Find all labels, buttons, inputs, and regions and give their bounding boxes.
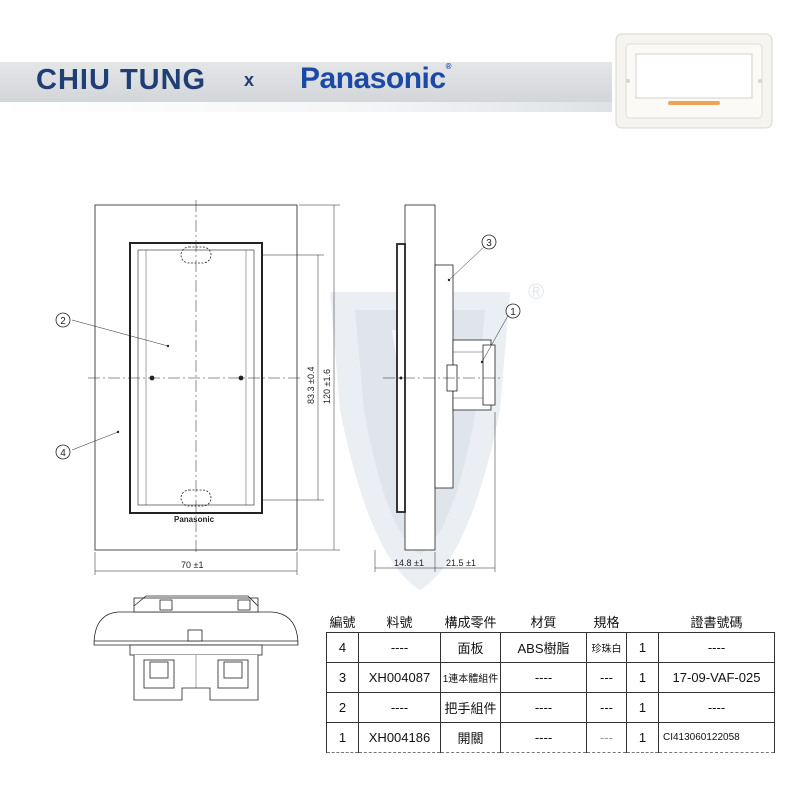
product-photo xyxy=(615,33,773,129)
table-row: 2 ---- 把手組件 ---- --- 1 ---- xyxy=(326,692,775,723)
brand-separator: x xyxy=(244,70,255,90)
table-cell: ABS樹脂 xyxy=(500,632,587,663)
dim-side-b: 21.5 ±1 xyxy=(446,558,476,568)
callout-3: 3 xyxy=(481,234,497,250)
table-header-row: 編號 料號 構成零件 材質 規格 證書號碼 xyxy=(327,610,775,633)
table-cell: 2 xyxy=(326,692,359,723)
table-cell: 面板 xyxy=(440,632,501,663)
table-cell: ---- xyxy=(358,632,441,663)
table-cell: ---- xyxy=(658,632,775,663)
header-cell: 材質 xyxy=(530,614,557,630)
table-cell: 4 xyxy=(326,632,359,663)
table-cell: ---- xyxy=(500,692,587,723)
panasonic-logo-text: Panasonic xyxy=(300,62,446,95)
dim-outer-height: 120 ±1.6 xyxy=(322,369,332,404)
callout-4-label: 4 xyxy=(60,448,66,459)
table-cell: 3 xyxy=(326,662,359,693)
panasonic-logo: Panasonic® xyxy=(300,62,452,96)
dim-side-a: 14.8 ±1 xyxy=(394,558,424,568)
table-cell: 珍珠白 xyxy=(586,632,627,663)
bottom-view xyxy=(93,595,299,701)
spec-table: 編號 料號 構成零件 材質 規格 證書號碼 4 ---- 面板 ABS樹脂 珍珠… xyxy=(326,610,775,753)
table-cell: XH004087 xyxy=(358,662,441,693)
table-cell: ---- xyxy=(658,692,775,723)
callout-1: 1 xyxy=(505,303,521,319)
callout-1-label: 1 xyxy=(510,307,516,318)
chiu-tung-logo: CHIU TUNG xyxy=(36,64,207,96)
watermark-registered-mark: ® xyxy=(528,279,544,304)
dim-inner-height: 83.3 ±0.4 xyxy=(306,367,316,404)
table-cell: 1 xyxy=(626,692,659,723)
header-cell: 編號 xyxy=(329,614,356,630)
header-cell: 構成零件 xyxy=(444,614,497,630)
table-cell: --- xyxy=(586,662,627,693)
header-cell: 證書號碼 xyxy=(690,614,743,630)
callout-2-label: 2 xyxy=(60,316,66,327)
table-cell: --- xyxy=(586,692,627,723)
header-cell: 料號 xyxy=(386,614,413,630)
table-cell: ---- xyxy=(500,662,587,693)
table-row: 4 ---- 面板 ABS樹脂 珍珠白 1 ---- xyxy=(326,632,775,663)
table-cell: 1連本體組件 xyxy=(440,662,501,693)
header-cell: 規格 xyxy=(593,614,620,630)
table-cell: 17-09-VAF-025 xyxy=(658,662,775,693)
callout-2: 2 xyxy=(55,312,71,328)
table-cell: 1 xyxy=(326,722,359,753)
table-cell: XH004186 xyxy=(358,722,441,753)
callout-4: 4 xyxy=(55,444,71,460)
table-cell: 1 xyxy=(626,662,659,693)
registered-mark: ® xyxy=(445,62,452,71)
front-panasonic-mark: Panasonic xyxy=(174,515,215,524)
table-cell: 開關 xyxy=(440,722,501,753)
table-cell: ---- xyxy=(358,692,441,723)
callout-3-label: 3 xyxy=(486,238,492,249)
table-cell: 把手組件 xyxy=(440,692,501,723)
table-cell: CI413060122058 xyxy=(658,722,775,753)
header-cell xyxy=(627,610,659,633)
header-banner xyxy=(0,62,612,102)
table-row: 1 XH004186 開關 ---- --- 1 CI413060122058 xyxy=(326,722,775,753)
header-banner-fold xyxy=(0,102,612,112)
table-row: 3 XH004087 1連本體組件 ---- --- 1 17-09-VAF-0… xyxy=(326,662,775,693)
table-cell: 1 xyxy=(626,722,659,753)
table-cell: --- xyxy=(586,722,627,753)
table-cell: ---- xyxy=(500,722,587,753)
dim-width: 70 ±1 xyxy=(181,560,203,570)
table-cell: 1 xyxy=(626,632,659,663)
front-view xyxy=(71,200,340,575)
